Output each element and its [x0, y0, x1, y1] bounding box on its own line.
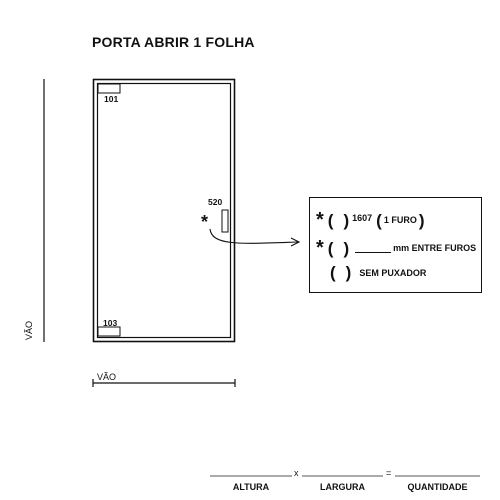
options-box — [309, 197, 482, 293]
door-outer-frame — [92, 78, 236, 343]
option-text: mm ENTRE FUROS — [393, 243, 477, 253]
option-checkbox-open[interactable]: ( — [327, 238, 334, 258]
horizontal-dimension-label: VÃO — [97, 372, 117, 382]
option-star-icon: * — [316, 237, 324, 259]
top-hinge-label: 101 — [104, 94, 119, 104]
option-code: 1607 — [352, 213, 373, 223]
option-checkbox-close[interactable]: ) — [345, 263, 352, 282]
option-checkbox-close[interactable]: ) — [343, 210, 350, 230]
handle-marker: * — [201, 212, 209, 232]
option-checkbox-close[interactable]: ) — [343, 238, 350, 258]
option-row-sem-puxador: ( ) SEM PUXADOR — [330, 264, 426, 281]
option-checkbox-open[interactable]: ( — [330, 263, 336, 282]
times-symbol: x — [294, 468, 299, 478]
equals-symbol: = — [386, 468, 392, 478]
handle-height-label: 520 — [208, 197, 223, 207]
door-handle — [221, 209, 229, 233]
option-star-icon: * — [316, 209, 324, 231]
option-paren-open: ( — [376, 210, 382, 230]
quantidade-label: QUANTIDADE — [407, 482, 468, 492]
vertical-dimension-label: VÃO — [24, 320, 34, 340]
bottom-hinge — [97, 326, 121, 337]
option-checkbox-open[interactable]: ( — [327, 210, 334, 230]
option-text: SEM PUXADOR — [359, 267, 427, 278]
option-text: 1 FURO — [383, 215, 417, 225]
option-paren-close: ) — [418, 210, 425, 230]
handle-arrow — [209, 228, 299, 244]
altura-label: ALTURA — [232, 482, 270, 492]
option-row-1607: * ( ) 1607 ( 1 FURO ) — [316, 210, 425, 230]
option-blank-field[interactable] — [355, 244, 392, 253]
top-hinge — [97, 83, 121, 94]
page-title: PORTA ABRIR 1 FOLHA — [92, 34, 255, 50]
bottom-hinge-label: 103 — [103, 318, 118, 328]
largura-label: LARGURA — [320, 482, 365, 492]
handle-arrow-head — [290, 237, 301, 247]
door-inner-frame — [96, 82, 232, 339]
option-row-entre-furos: * ( ) mm ENTRE FUROS — [316, 238, 476, 258]
